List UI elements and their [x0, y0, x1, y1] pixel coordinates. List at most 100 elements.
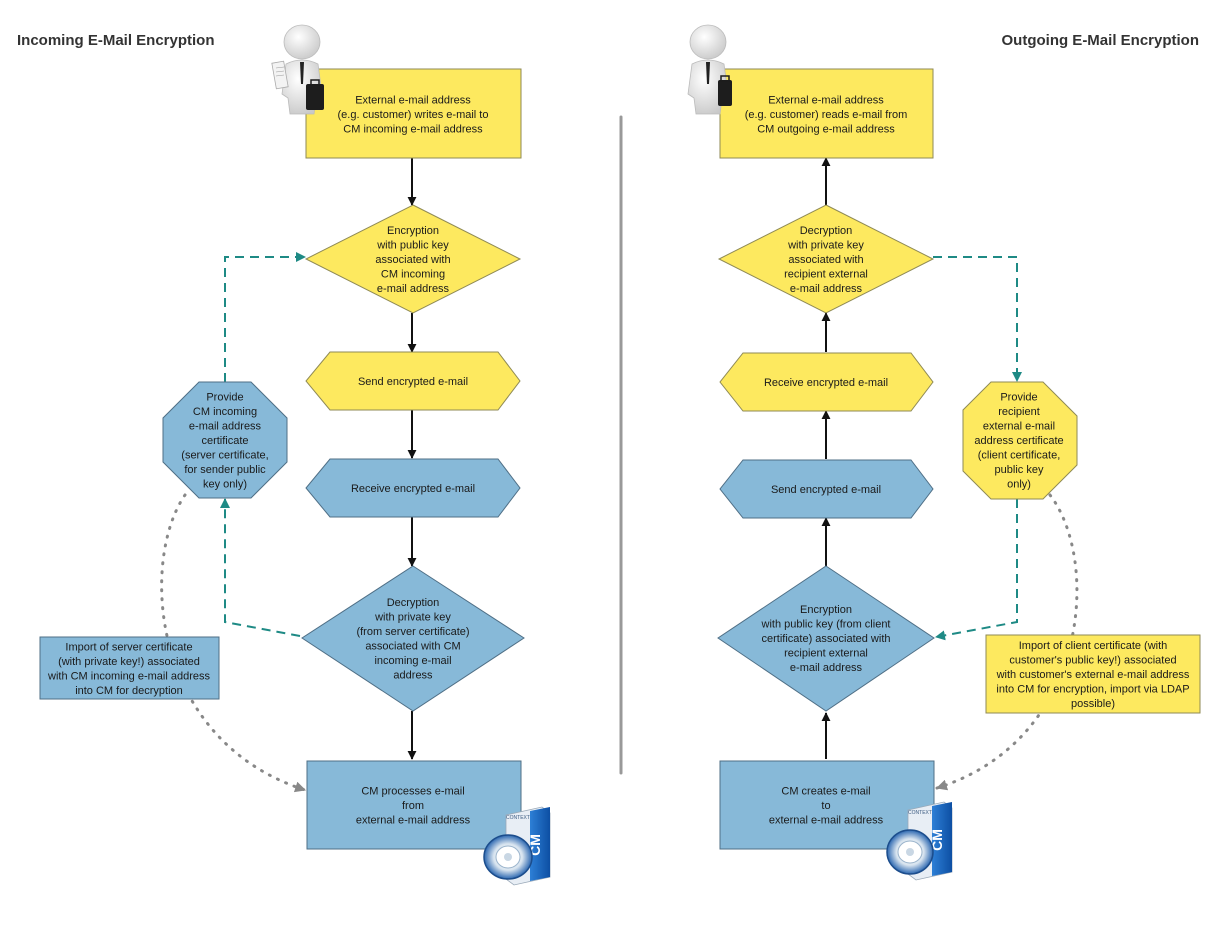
incoming-decryption-label: Decryption with private key (from server c…: [356, 597, 469, 682]
incoming-receive-hexagon: [305, 458, 521, 518]
label-line: Send encrypted e-mail: [358, 376, 468, 388]
box-logo-text: CM: [929, 829, 945, 851]
person-with-briefcase-icon: [687, 24, 732, 115]
label-line: with customer's external e-mail address: [996, 669, 1190, 681]
label-line: external e-mail: [983, 421, 1055, 433]
label-line: CM incoming e-mail address: [343, 124, 483, 136]
incoming-sender-box: [305, 68, 522, 159]
label-line: Decryption: [800, 225, 853, 237]
label-line: possible): [1071, 698, 1115, 710]
outgoing-certificate-loop: [933, 256, 1022, 641]
box-brand-text: CONTEXT: [908, 810, 932, 816]
incoming-encryption-diamond: [304, 204, 522, 314]
label-line: CM processes e-mail: [361, 786, 464, 798]
person-with-briefcase-icon: [271, 24, 324, 115]
outgoing-title: Outgoing E-Mail Encryption: [1002, 32, 1200, 49]
label-line: External e-mail address: [355, 95, 471, 107]
incoming-title: Incoming E-Mail Encryption: [17, 32, 215, 49]
label-line: (e.g. customer) reads e-mail from: [745, 109, 908, 121]
incoming-processes-box: [306, 760, 522, 850]
label-line: recipient external: [784, 648, 868, 660]
cm-product-box-icon: CM CONTEXT: [886, 801, 953, 881]
outgoing-send-hexagon: [719, 459, 934, 519]
outgoing-decryption-diamond: [717, 204, 935, 314]
label-line: customer's public key!) associated: [1009, 655, 1176, 667]
outgoing-import-note: [985, 634, 1201, 714]
label-line: (client certificate,: [978, 450, 1061, 462]
label-line: recipient external: [784, 269, 868, 281]
label-line: Receive encrypted e-mail: [351, 483, 475, 495]
incoming-provide-certificate-label: Provide CM incoming e-mail address certific…: [181, 392, 268, 491]
outgoing-receive-label: Receive encrypted e-mail: [764, 377, 888, 389]
label-line: external e-mail address: [769, 815, 884, 827]
dashed-arrow-to-provide: [933, 256, 1022, 382]
label-line: e-mail address: [790, 662, 863, 674]
label-line: certificate: [201, 435, 248, 447]
incoming-send-hexagon: [305, 351, 521, 411]
label-line: address certificate: [974, 435, 1063, 447]
label-line: Receive encrypted e-mail: [764, 377, 888, 389]
incoming-decryption-diamond: [301, 565, 525, 712]
label-line: Provide: [1000, 392, 1037, 404]
label-line: External e-mail address: [768, 95, 884, 107]
incoming-provide-certificate-octagon: [162, 381, 288, 499]
label-line: from: [402, 800, 424, 812]
incoming-sender-label: External e-mail address (e.g. customer) w…: [338, 95, 489, 136]
label-line: CM incoming: [381, 269, 445, 281]
outgoing-import-note-label: Import of client certificate (with custom…: [996, 640, 1190, 710]
label-line: CM creates e-mail: [781, 786, 870, 798]
outgoing-provide-certificate-octagon: [962, 381, 1078, 500]
label-line: with public key: [376, 240, 449, 252]
dashed-arrow-to-encryption: [224, 252, 306, 382]
label-line: with private key: [374, 611, 451, 623]
label-line: (from server certificate): [356, 626, 469, 638]
label-line: CM incoming: [193, 406, 257, 418]
label-line: public key: [995, 464, 1044, 476]
outgoing-import-path: [935, 493, 1079, 791]
outgoing-provide-certificate-label: Provide recipient external e-mail address c…: [974, 392, 1063, 491]
label-line: e-mail address: [790, 283, 863, 295]
label-line: certificate) associated with: [762, 633, 891, 645]
outgoing-receive-hexagon: [719, 352, 934, 412]
label-line: e-mail address: [189, 421, 262, 433]
label-line: (server certificate,: [181, 450, 268, 462]
label-line: key only): [203, 479, 247, 491]
label-line: Import of server certificate: [65, 641, 192, 653]
label-line: Import of client certificate (with: [1019, 640, 1168, 652]
dashed-arrow-to-provide: [220, 498, 301, 637]
label-line: only): [1007, 479, 1031, 491]
label-line: CM outgoing e-mail address: [757, 124, 895, 136]
outgoing-encryption-diamond: [717, 565, 935, 712]
label-line: e-mail address: [377, 283, 450, 295]
box-brand-text: CONTEXT: [506, 815, 530, 821]
label-line: Decryption: [387, 597, 440, 609]
cm-product-box-icon: CM CONTEXT: [483, 806, 551, 886]
label-line: associated with CM: [365, 640, 460, 652]
label-line: Send encrypted e-mail: [771, 484, 881, 496]
label-line: with CM incoming e-mail address: [47, 670, 210, 682]
label-line: into CM for encryption, import via LDAP: [996, 684, 1189, 696]
label-line: for sender public: [184, 464, 266, 476]
label-line: associated with: [788, 254, 863, 266]
outgoing-decryption-label: Decryption with private key associated wit…: [784, 225, 868, 295]
label-line: incoming e-mail: [374, 655, 451, 667]
label-line: to: [821, 800, 830, 812]
incoming-import-path: [160, 493, 307, 793]
label-line: (e.g. customer) writes e-mail to: [338, 109, 489, 121]
label-line: Encryption: [387, 225, 439, 237]
outgoing-recipient-label: External e-mail address (e.g. customer) r…: [745, 95, 908, 136]
outgoing-recipient-box: [719, 68, 934, 159]
incoming-certificate-loop: [220, 252, 306, 637]
incoming-receive-label: Receive encrypted e-mail: [351, 483, 475, 495]
label-line: Provide: [206, 392, 243, 404]
outgoing-send-label: Send encrypted e-mail: [771, 484, 881, 496]
label-line: recipient: [998, 406, 1040, 418]
outgoing-creates-label: CM creates e-mail to external e-mail addre…: [769, 786, 884, 827]
label-line: with private key: [787, 240, 864, 252]
dashed-arrow-to-encryption: [935, 499, 1018, 641]
